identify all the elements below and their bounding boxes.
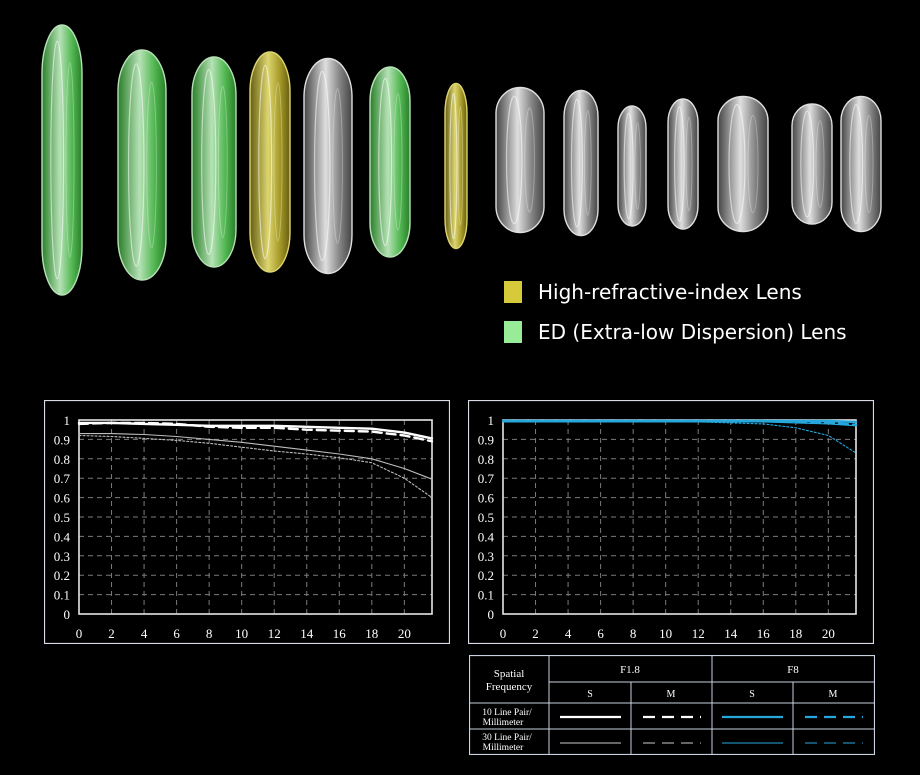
table-sub-s-f18: S bbox=[587, 689, 593, 700]
series-line-30-m bbox=[502, 421, 857, 454]
y-tick-label: 0.4 bbox=[54, 529, 71, 544]
y-tick-label: 0.7 bbox=[478, 471, 495, 486]
x-tick-label: 4 bbox=[565, 626, 572, 641]
legend-swatch-ed bbox=[504, 321, 522, 343]
y-tick-label: 0.8 bbox=[478, 452, 494, 467]
table-frame bbox=[469, 655, 875, 755]
x-tick-label: 0 bbox=[76, 626, 83, 641]
x-tick-label: 12 bbox=[268, 626, 281, 641]
x-tick-label: 2 bbox=[532, 626, 539, 641]
y-tick-label: 0.1 bbox=[54, 588, 70, 603]
x-tick-label: 20 bbox=[398, 626, 411, 641]
y-tick-label: 0.1 bbox=[478, 588, 494, 603]
x-tick-label: 18 bbox=[789, 626, 802, 641]
table-header-spatial: Spatial bbox=[494, 668, 525, 680]
x-tick-label: 18 bbox=[365, 626, 378, 641]
y-tick-label: 0.3 bbox=[54, 549, 70, 564]
y-tick-label: 0.6 bbox=[478, 491, 495, 506]
mtf-legend-table: Spatial Frequency F1.8 F8 S M S M 10 Lin… bbox=[469, 655, 875, 755]
lens-element-ed bbox=[41, 24, 83, 296]
lens-element-clear bbox=[303, 57, 353, 275]
x-tick-label: 6 bbox=[597, 626, 604, 641]
lens-element-high-refractive bbox=[444, 82, 468, 250]
x-tick-label: 10 bbox=[659, 626, 672, 641]
y-tick-label: 0 bbox=[64, 607, 71, 622]
table-sub-s-f8: S bbox=[749, 689, 755, 700]
y-tick-label: 0.8 bbox=[54, 452, 70, 467]
chart-frame bbox=[468, 400, 874, 644]
lens-element-clear bbox=[617, 105, 647, 227]
y-tick-label: 0.9 bbox=[478, 432, 494, 447]
table-sub-m-f18: M bbox=[667, 689, 676, 700]
series-line-30-s bbox=[78, 433, 433, 480]
y-tick-label: 0.2 bbox=[478, 568, 494, 583]
x-tick-label: 10 bbox=[235, 626, 248, 641]
y-tick-label: 0.2 bbox=[54, 568, 70, 583]
legend-label-ed: ED (Extra-low Dispersion) Lens bbox=[538, 320, 847, 344]
series-line-30-m bbox=[78, 434, 433, 499]
x-tick-label: 12 bbox=[692, 626, 705, 641]
y-tick-label: 1 bbox=[488, 413, 495, 428]
y-tick-label: 1 bbox=[64, 413, 71, 428]
lens-element-ed bbox=[191, 56, 237, 268]
y-tick-label: 0.9 bbox=[54, 432, 70, 447]
table-row2-label-a: 30 Line Pair/ bbox=[482, 733, 532, 743]
x-tick-label: 16 bbox=[757, 626, 771, 641]
lens-element-clear bbox=[667, 98, 699, 230]
y-tick-label: 0.5 bbox=[54, 510, 70, 525]
y-tick-label: 0 bbox=[488, 607, 495, 622]
plot-area-border bbox=[78, 419, 433, 615]
lens-element-ed bbox=[117, 49, 167, 281]
legend-high-refractive-index: High-refractive-index Lens bbox=[504, 280, 802, 304]
series-line-10-m bbox=[501, 419, 858, 426]
x-tick-label: 8 bbox=[630, 626, 637, 641]
x-tick-label: 20 bbox=[822, 626, 835, 641]
lens-element-clear bbox=[840, 95, 882, 233]
table-row2-label-b: Millimeter bbox=[483, 743, 524, 753]
x-tick-label: 6 bbox=[173, 626, 180, 641]
table-row1-label-a: 10 Line Pair/ bbox=[482, 708, 532, 718]
lens-element-clear bbox=[791, 103, 833, 225]
table-header-f8: F8 bbox=[787, 664, 799, 676]
lens-element-clear bbox=[717, 95, 769, 233]
table-header-f18: F1.8 bbox=[620, 664, 640, 676]
lens-element-high-refractive bbox=[249, 51, 291, 273]
legend-label-high-refractive: High-refractive-index Lens bbox=[538, 280, 802, 304]
x-tick-label: 4 bbox=[141, 626, 148, 641]
lens-element-clear bbox=[563, 89, 599, 237]
table-header-frequency: Frequency bbox=[486, 681, 533, 693]
lens-element-clear bbox=[495, 86, 545, 234]
y-tick-label: 0.3 bbox=[478, 549, 494, 564]
x-tick-label: 8 bbox=[206, 626, 213, 641]
table-row1-label-b: Millimeter bbox=[483, 718, 524, 728]
lens-element-ed bbox=[369, 66, 411, 258]
legend-ed: ED (Extra-low Dispersion) Lens bbox=[504, 320, 847, 344]
lens-element-illustration bbox=[41, 24, 882, 296]
y-tick-label: 0.5 bbox=[478, 510, 494, 525]
x-tick-label: 2 bbox=[108, 626, 115, 641]
table-sub-m-f8: M bbox=[829, 689, 838, 700]
series-line-10-m bbox=[77, 421, 434, 443]
x-tick-label: 0 bbox=[500, 626, 507, 641]
legend-swatch-high-refractive bbox=[504, 281, 522, 303]
y-tick-label: 0.4 bbox=[478, 529, 495, 544]
y-tick-label: 0.6 bbox=[54, 491, 71, 506]
x-tick-label: 14 bbox=[724, 626, 738, 641]
chart-frame bbox=[44, 400, 450, 644]
x-tick-label: 16 bbox=[333, 626, 347, 641]
x-tick-label: 14 bbox=[300, 626, 314, 641]
y-tick-label: 0.7 bbox=[54, 471, 71, 486]
